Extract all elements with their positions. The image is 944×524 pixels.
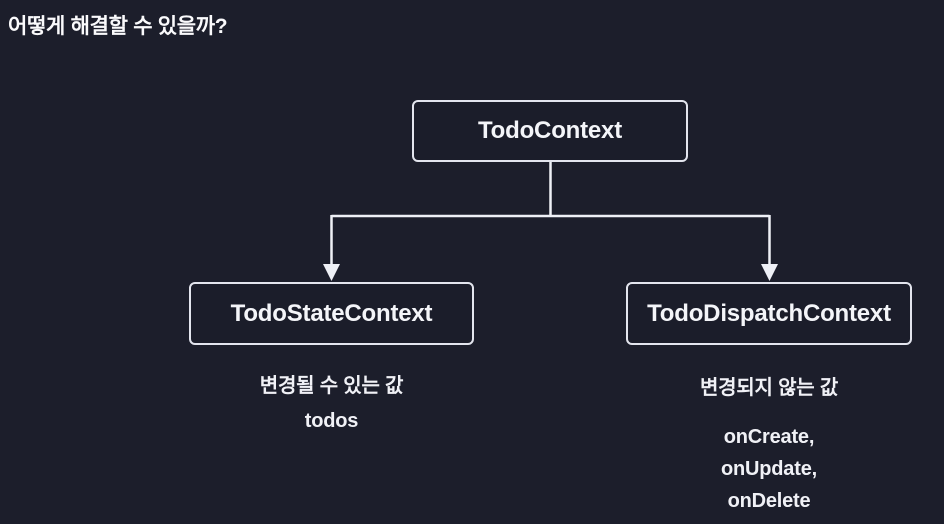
arrowhead-right (761, 264, 778, 281)
dispatch-context-caption: 변경되지 않는 값 (699, 377, 839, 399)
state-context-values: todos (189, 410, 474, 433)
dispatch-value-oncreate: onCreate, (723, 426, 815, 448)
node-todo-state-context: TodoStateContext (189, 282, 474, 345)
state-context-caption: 변경될 수 있는 값 (259, 375, 404, 397)
state-value-todos: todos (304, 410, 359, 432)
slide-title: 어떻게 해결할 수 있을까? (8, 15, 228, 38)
dispatch-value-onupdate: onUpdate, (721, 458, 817, 480)
node-todo-dispatch-context: TodoDispatchContext (626, 282, 912, 345)
dispatch-context-values: onCreate, onUpdate, onDelete (626, 421, 912, 517)
arrowhead-left (323, 264, 340, 281)
node-todo-context-label: TodoContext (478, 117, 622, 144)
node-todo-dispatch-context-label: TodoDispatchContext (647, 299, 891, 327)
node-todo-state-context-label: TodoStateContext (230, 299, 433, 327)
node-todo-context: TodoContext (412, 100, 688, 162)
dispatch-value-ondelete: onDelete (727, 490, 811, 512)
